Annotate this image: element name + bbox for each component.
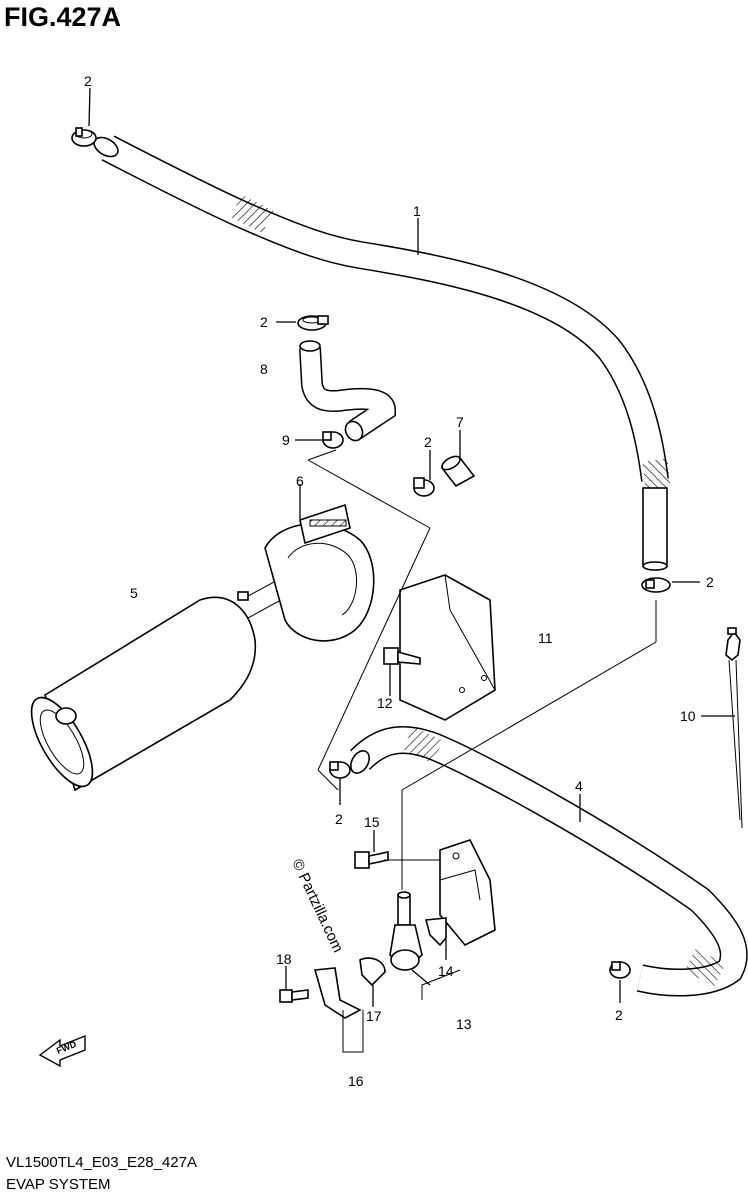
figure-title: FIG.427A	[4, 2, 122, 32]
callout-9: 9	[282, 432, 290, 448]
valve-13[interactable]	[389, 891, 431, 986]
callout-2: 2	[424, 434, 432, 450]
callout-15: 15	[364, 814, 380, 830]
callout-13: 13	[456, 1016, 472, 1032]
callout-2: 2	[335, 811, 343, 827]
clamp-2-hose1-bottom[interactable]	[641, 577, 671, 593]
callout-14: 14	[438, 963, 454, 979]
callout-16: 16	[348, 1073, 364, 1089]
callout-17: 17	[366, 1008, 382, 1024]
hose-4[interactable]	[347, 726, 748, 997]
figure-code: VL1500TL4_E03_E28_427A	[6, 1154, 198, 1171]
screw-18[interactable]	[279, 989, 309, 1003]
hose-8[interactable]	[299, 340, 397, 444]
callout-1: 1	[413, 203, 421, 219]
callout-2: 2	[615, 1007, 623, 1023]
callout-11: 11	[538, 630, 553, 646]
clamp-2-hose8-top[interactable]	[297, 315, 329, 331]
cushion-10[interactable]	[725, 627, 743, 829]
clamp-14[interactable]	[424, 917, 447, 947]
clamp-2-top[interactable]	[71, 127, 97, 147]
fwd-arrow: FWD	[38, 1034, 86, 1068]
callout-7: 7	[456, 414, 464, 430]
clamp-17[interactable]	[359, 957, 386, 987]
callout-6: 6	[296, 473, 304, 489]
bracket-16[interactable]	[313, 967, 362, 1019]
leader-lines	[88, 87, 735, 1053]
clamp-9[interactable]	[322, 431, 344, 449]
figure-name: EVAP SYSTEM	[6, 1176, 111, 1193]
callout-12: 12	[377, 695, 393, 711]
bolt-15[interactable]	[354, 851, 389, 869]
callout-labels: 2 1 2 8 9 2 7 6 5 2 11 12 10 4 2 15 14 1…	[84, 73, 714, 1089]
bracket-13[interactable]	[439, 839, 496, 946]
clamp-2-hose4-left[interactable]	[329, 761, 351, 779]
callout-5: 5	[130, 585, 138, 601]
joint-7[interactable]	[440, 454, 476, 488]
callout-2: 2	[84, 73, 92, 89]
callout-18: 18	[276, 951, 292, 967]
callout-4: 4	[575, 778, 583, 794]
clamp-2-hose4-right[interactable]	[609, 961, 631, 979]
watermark: © Partzilla.com	[288, 857, 346, 956]
hose-1[interactable]	[91, 134, 671, 571]
bracket-11[interactable]	[399, 574, 496, 721]
bolt-12[interactable]	[383, 647, 421, 665]
clamp-2-joint7[interactable]	[413, 477, 435, 497]
callout-8: 8	[260, 361, 268, 377]
callout-2: 2	[260, 314, 268, 330]
bracket-6[interactable]	[264, 503, 375, 642]
callout-10: 10	[680, 708, 696, 724]
callout-2: 2	[706, 574, 714, 590]
